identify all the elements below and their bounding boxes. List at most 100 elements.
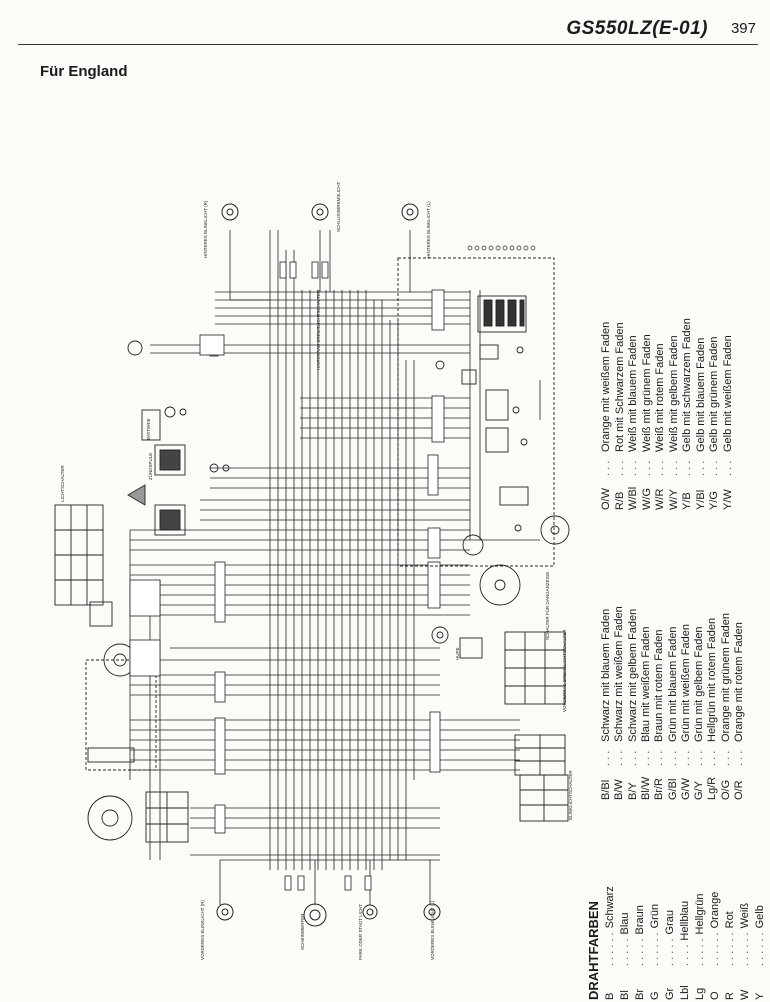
- wire-color-dots: . . . . . .: [724, 932, 736, 966]
- wire-color-code: G/W: [679, 778, 692, 800]
- wire-color-name: Rot mit Schwarzem Faden: [613, 322, 626, 452]
- wire-color-name: Schwarz mit blauem Faden: [600, 608, 612, 742]
- wire-color-code: B/W: [613, 779, 626, 800]
- wire-color-code: Y/Bl: [694, 489, 707, 510]
- label-turn-switch: BLINKLICHTSCHALTER: [568, 770, 573, 820]
- wire-color-name: Schwarz: [604, 886, 616, 929]
- connector-blocks: [209, 261, 445, 891]
- page-number: 397: [730, 20, 756, 37]
- wire-color-name: Weiß mit grünem Faden: [640, 334, 653, 452]
- wire-color-code: Lg/R: [706, 776, 719, 800]
- wire-color-row: Gr. . . . .Grau: [664, 910, 676, 1000]
- wire-color-dots: . . .: [600, 460, 612, 476]
- label-front-brake-switch: VORDERRAD BREMSLICHTSCHALTER: [562, 629, 567, 712]
- wire-color-row: Bl. . . . .Blau: [619, 912, 631, 1000]
- label-front-turn-left: VORDERES BLINKLICHT (L): [430, 900, 435, 960]
- wire-color-dots: . . .: [721, 460, 734, 476]
- wire-color-dots: . . .: [627, 460, 639, 476]
- wire-color-dots: . . .: [654, 460, 666, 476]
- wire-color-code: W/G: [640, 488, 653, 510]
- wire-color-dots: . . .: [667, 460, 680, 476]
- wire-color-code: O/G: [719, 779, 732, 800]
- wire-color-code: Br/R: [653, 778, 666, 800]
- wire-color-name: Orange mit weißem Faden: [600, 321, 612, 452]
- wire-color-dots: . . .: [733, 750, 745, 766]
- wire-color-row: B. . . . . .Schwarz: [604, 886, 616, 1000]
- wire-color-name: Grün: [649, 903, 661, 929]
- wire-color-dots: . . .: [679, 750, 692, 766]
- wire-color-dots: . . .: [681, 460, 693, 476]
- label-rear-turn-right: HINTERES BLINKLICHT (R): [203, 200, 208, 258]
- wire-color-dots: . . .: [694, 460, 707, 476]
- wire-color-name: Gelb mit blauem Faden: [694, 337, 707, 452]
- label-rear-brake-switch: HINTERRAD BREMSLICHTSCHALTER: [316, 289, 321, 370]
- wire-color-dots: . . .: [719, 750, 732, 766]
- page-model-title: GS550LZ(E-01): [566, 18, 708, 39]
- wire-color-row: Br. . . . .Braun: [634, 905, 646, 1000]
- wire-color-dots: . . .: [613, 750, 626, 766]
- wire-color-dots: . . . . .: [634, 938, 646, 966]
- wire-color-row: W/Bl. . .Weiß mit blauem Faden: [627, 335, 639, 510]
- wire-color-name: Braun mit rotem Faden: [653, 629, 666, 743]
- wire-color-row: B/Bl. . .Schwarz mit blauem Faden: [600, 609, 612, 800]
- wire-color-code: Y/B: [681, 492, 693, 510]
- wire-color-row: W/R. . .Weiß mit rotem Faden: [654, 343, 666, 510]
- wire-color-row: B/W . . . Schwarz mit weißem Faden: [613, 606, 625, 800]
- wire-color-name: Gelb mit schwarzem Faden: [681, 318, 693, 452]
- wire-color-code: R/B: [613, 491, 626, 510]
- left-components: [54, 340, 230, 843]
- wire-color-code: W/R: [654, 488, 666, 510]
- wire-color-row: Bl/W. . .Blau mit weißem Faden: [640, 626, 652, 800]
- wire-color-row: O. . . . . .Orange: [709, 892, 721, 1000]
- wire-color-code: Lbl: [679, 985, 691, 1000]
- switch-components: [431, 515, 570, 822]
- wire-color-dots: . . . . . .: [604, 932, 616, 966]
- wire-color-dots: . . .: [706, 750, 719, 766]
- wire-color-dots: . . . .: [679, 944, 691, 966]
- wire-color-row: O/G. . .Orange mit grünem Faden: [720, 613, 732, 800]
- header-rule: [18, 44, 758, 45]
- wire-colors-title: DRAHTFARBEN: [586, 901, 601, 1000]
- wire-color-name: Blau mit weißem Faden: [639, 626, 652, 742]
- wire-color-name: Gelb mit grünem Faden: [708, 336, 720, 452]
- wire-color-row: Y/W. . .Gelb mit weißem Faden: [722, 335, 734, 510]
- wire-color-code: G: [649, 991, 661, 1000]
- wire-color-name: Gelb mit weißem Faden: [721, 335, 734, 452]
- wire-color-name: Hellgrün mit rotem Faden: [706, 617, 719, 742]
- lamps: [216, 203, 441, 927]
- wire-color-dots: . . .: [666, 750, 679, 766]
- wire-color-row: R/B . . . Rot mit Schwarzem Faden: [614, 322, 626, 510]
- wire-color-dots: . . .: [693, 750, 706, 766]
- label-tail-light: SCHLUSSBREMSLICHT: [336, 181, 341, 232]
- wire-color-code: W/Y: [667, 489, 680, 510]
- wire-color-dots: . . .: [613, 460, 626, 476]
- wire-color-row: G/Y. . .Grün mit gelbem Faden: [693, 626, 705, 800]
- wire-color-dots: . . . . . .: [649, 932, 661, 966]
- wire-color-row: R. . . . . .Rot: [724, 911, 736, 1000]
- wire-color-name: Weiß: [739, 902, 751, 929]
- wire-color-code: O/R: [733, 780, 745, 800]
- label-headlight: SCHEINWERFER: [300, 913, 305, 950]
- wire-color-row: W/G. . .Weiß mit grünem Faden: [641, 334, 653, 510]
- wire-color-code: Y/G: [708, 491, 720, 510]
- wire-color-name: Schwarz mit weißem Faden: [613, 606, 626, 742]
- wire-color-name: Grün mit blauem Faden: [666, 626, 679, 742]
- wire-color-name: Hellgrün: [694, 893, 706, 935]
- wire-color-dots: . . .: [653, 750, 666, 766]
- wire-color-dots: . . .: [626, 750, 639, 766]
- wire-color-name: Orange mit rotem Faden: [733, 622, 745, 742]
- wire-color-row: Y/G. . .Gelb mit grünem Faden: [708, 336, 720, 510]
- wire-color-dots: . . . . . .: [754, 932, 766, 966]
- wire-color-row: Lg. . . . .Hellgrün: [694, 894, 706, 1000]
- wire-color-name: Schwarz mit gelbem Faden: [626, 608, 639, 742]
- wire-color-row: G/W. . .Grün mit weißem Faden: [680, 624, 692, 800]
- wire-color-code: Lg: [694, 987, 706, 1000]
- wire-color-name: Gelb: [754, 905, 766, 929]
- wire-color-row: G . . . . . . Grün: [649, 904, 661, 1000]
- wire-color-row: Y. . . . . .Gelb: [754, 905, 766, 1000]
- wire-color-code: W/Bl: [627, 486, 639, 510]
- wire-color-code: Br: [634, 989, 646, 1000]
- wire-color-name: Grau: [664, 910, 676, 935]
- page-subtitle: Für England: [40, 63, 128, 80]
